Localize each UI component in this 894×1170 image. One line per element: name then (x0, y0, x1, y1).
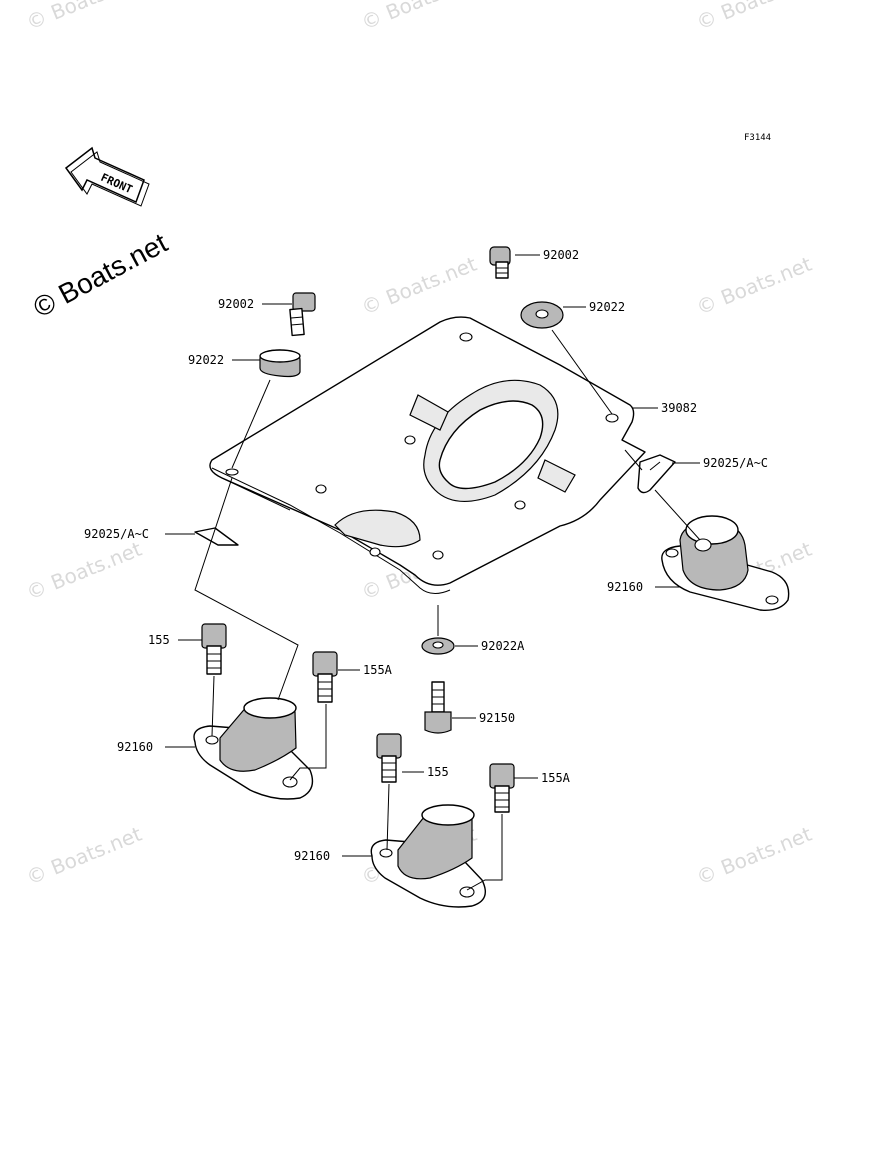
label-92150: 92150 (479, 711, 515, 725)
label-155A-left: 155A (363, 663, 393, 677)
label-92025-right: 92025/A~C (703, 456, 768, 470)
leader-lines (165, 254, 700, 857)
label-92025-left: 92025/A~C (84, 527, 149, 541)
bolt-155A-left (312, 651, 338, 703)
watermark: © Boats.net (693, 252, 815, 320)
label-92002-left: 92002 (218, 297, 254, 311)
front-arrow-icon: FRONT (64, 146, 150, 207)
figure-code: F3144 (744, 133, 771, 143)
watermark: © Boats.net (23, 822, 145, 890)
label-155-bottom: 155 (427, 765, 449, 779)
label-39082: 39082 (661, 401, 697, 415)
clip-92025-left (194, 527, 239, 546)
engine-mount-92160-left (193, 697, 314, 800)
watermark: © Boats.net (358, 0, 480, 35)
bolt-155A-bottom (489, 763, 515, 813)
watermark: © Boats.net (693, 822, 815, 890)
mount-plate-39082 (209, 316, 646, 594)
label-92022A: 92022A (481, 639, 525, 653)
part-labels: 92002 92002 92022 92022 39082 92025/A~C … (84, 248, 768, 863)
label-92022-left: 92022 (188, 353, 224, 367)
engine-mount-92160-bottom (370, 804, 486, 908)
bolt-155-bottom (376, 733, 402, 783)
bolt-92002-left (289, 292, 316, 337)
brand-watermark: © Boats.net (28, 227, 172, 323)
stud-92150 (424, 681, 452, 734)
label-92160-left: 92160 (117, 740, 153, 754)
watermark: © Boats.net (358, 252, 480, 320)
washer-92022-right (520, 301, 564, 329)
label-92022-right: 92022 (589, 300, 625, 314)
clip-92025-right (637, 454, 676, 494)
watermark: © Boats.net (693, 0, 815, 35)
label-92002-right: 92002 (543, 248, 579, 262)
label-92160-right: 92160 (607, 580, 643, 594)
bolt-92002-right (489, 246, 511, 279)
engine-mount-92160-right (661, 515, 790, 611)
washer-92022A (421, 637, 455, 655)
label-92160-bottom: 92160 (294, 849, 330, 863)
label-155-left: 155 (148, 633, 170, 647)
watermark: © Boats.net (23, 537, 145, 605)
watermark: © Boats.net (23, 0, 145, 35)
bolt-155-left (201, 623, 227, 675)
washer-92022-left (259, 349, 301, 378)
assembly-lines (194, 329, 701, 891)
label-155A-bottom: 155A (541, 771, 571, 785)
